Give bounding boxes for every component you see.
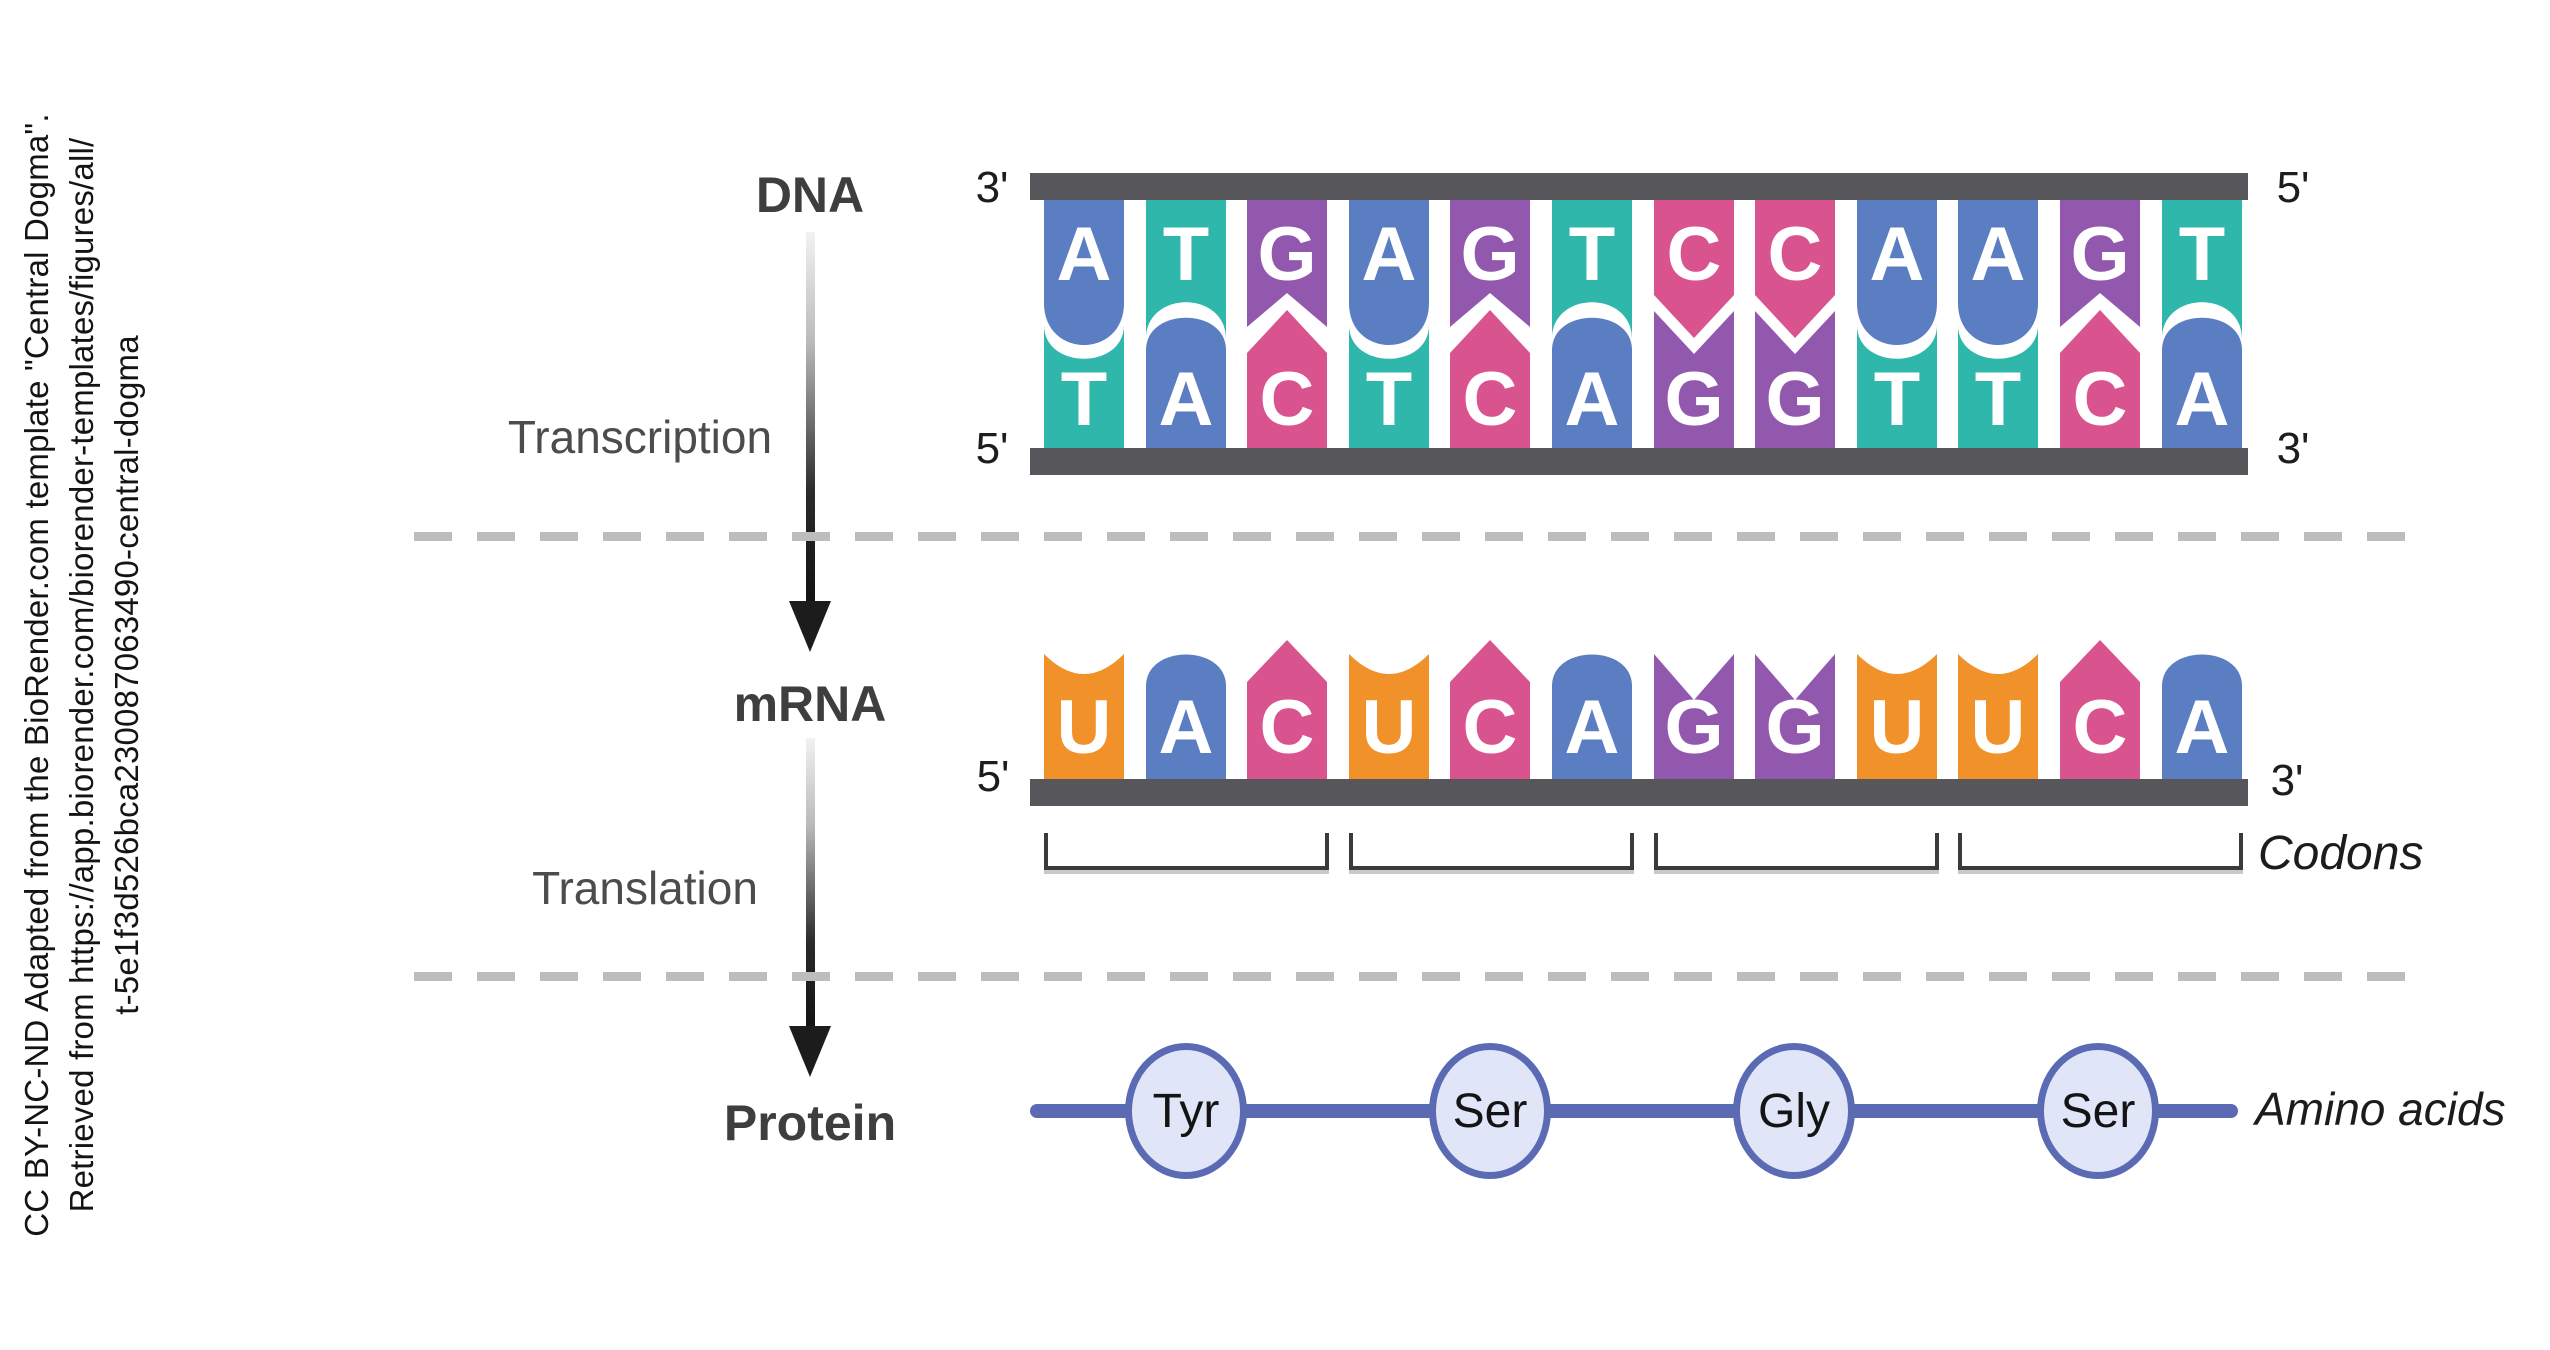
svg-text:U: U [1057,685,1112,770]
mrna-nucleotide-5-C: C [1450,638,1531,779]
svg-text:A: A [2174,357,2229,442]
svg-text:G: G [2070,212,2129,297]
svg-text:T: T [1874,357,1920,442]
svg-text:A: A [2174,685,2229,770]
amino-acid-node-2-ser: Ser [1429,1043,1551,1179]
svg-text:C: C [1260,685,1315,770]
mrna-left-end: 5' [976,752,1010,801]
attribution-line-3: t-5e1f3d526bca230087063490-central-dogma [108,335,145,1015]
mrna-nucleotide-8-G: G [1755,638,1836,779]
svg-text:A: A [1971,212,2026,297]
mrna-nucleotide-11-C: C [2060,638,2140,779]
dna-bottom-left-end: 5' [975,424,1009,473]
mrna-right-end: 3' [2270,756,2304,805]
svg-text:C: C [2073,685,2128,770]
svg-text:C: C [2073,357,2128,442]
attribution-line-1: CC BY-NC-ND Adapted from the BioRender.c… [18,113,55,1237]
svg-text:U: U [1361,685,1416,770]
protein-chain-line [1030,1104,2238,1118]
mrna-nucleotide-9-U: U [1856,638,1937,779]
codons-label: Codons [2258,827,2424,880]
mrna-nucleotide-7-G: G [1653,638,1734,779]
mrna-nucleotide-10-U: U [1958,638,2039,779]
svg-text:U: U [1869,685,1924,770]
svg-text:G: G [1664,357,1723,442]
amino-acid-node-1-tyr: Tyr [1125,1043,1247,1179]
svg-text:A: A [1869,212,1924,297]
svg-text:G: G [1766,685,1825,770]
transcription-arrow-shaft [806,232,815,605]
divider-transcription [414,532,2429,541]
transcription-label: Transcription [507,411,773,463]
svg-text:A: A [1158,685,1213,770]
codon-bracket-1 [1044,833,1329,870]
svg-text:T: T [1569,212,1615,297]
svg-text:C: C [1463,685,1518,770]
transcription-arrow-head [789,601,831,652]
svg-text:T: T [1366,357,1412,442]
mrna-nucleotide-12-A: A [2161,638,2242,779]
dna-top-left-end: 3' [975,163,1009,212]
mrna-nucleotide-3-C: C [1247,638,1328,779]
divider-translation [414,972,2429,981]
svg-text:C: C [1666,212,1721,297]
attribution-line-2: Retrieved from https://app.biorender.com… [63,137,100,1213]
svg-text:G: G [1461,212,1520,297]
mrna-nucleotide-4-U: U [1348,638,1429,779]
svg-text:A: A [1361,212,1416,297]
codon-bracket-3 [1653,833,1939,870]
svg-text:T: T [1061,357,1107,442]
mrna-nucleotide-6-A: A [1552,638,1632,779]
dna-top-right-end: 5' [2276,163,2310,212]
mrna-nucleotide-1-U: U [1044,638,1124,779]
svg-text:A: A [1057,212,1112,297]
attribution: CC BY-NC-ND Adapted from the BioRender.c… [14,8,149,1342]
svg-text:U: U [1971,685,2026,770]
dna-label: DNA [755,167,865,223]
amino-acid-node-3-gly: Gly [1733,1043,1855,1179]
svg-text:G: G [1664,685,1723,770]
mrna-backbone [1030,779,2248,806]
svg-text:C: C [1463,357,1518,442]
dna-bottom-backbone [1030,448,2248,475]
svg-text:A: A [1565,357,1620,442]
svg-text:A: A [1158,357,1213,442]
dna-bottom-right-end: 3' [2276,424,2310,473]
svg-text:T: T [1162,212,1208,297]
translation-label: Translation [532,862,758,914]
svg-text:G: G [1258,212,1317,297]
protein-label: Protein [723,1095,897,1151]
mrna-nucleotide-2-A: A [1145,638,1226,779]
svg-text:C: C [1260,357,1315,442]
codon-bracket-2 [1348,833,1634,870]
svg-text:G: G [1766,357,1825,442]
amino-acids-label: Amino acids [2255,1083,2506,1135]
amino-acid-node-4-ser: Ser [2037,1043,2159,1179]
dna-top-backbone [1030,173,2248,200]
codon-bracket-4 [1958,833,2244,870]
svg-text:T: T [2178,212,2224,297]
svg-text:A: A [1565,685,1620,770]
translation-arrow-head [789,1026,831,1077]
translation-arrow-shaft [806,738,815,1030]
mrna-label: mRNA [733,676,887,732]
svg-text:C: C [1768,212,1823,297]
svg-text:T: T [1975,357,2021,442]
